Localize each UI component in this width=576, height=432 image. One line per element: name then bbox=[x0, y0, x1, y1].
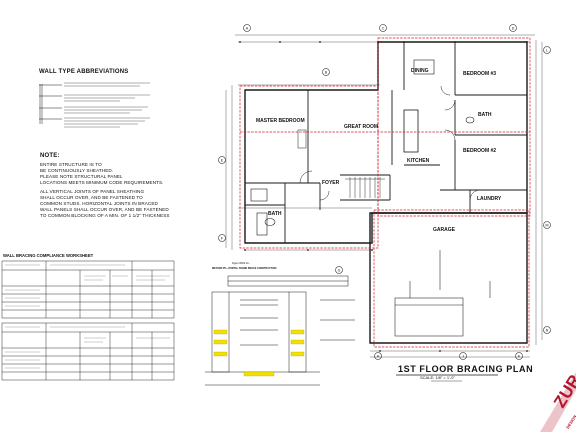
note-1-line-1: ENTIRE STRUCTURE IS TO bbox=[40, 162, 102, 167]
plan-scale: SCALE: 1/8" = 1'-0" bbox=[420, 375, 455, 380]
dining-table bbox=[413, 59, 435, 75]
grid-marker-label: H bbox=[377, 354, 380, 358]
note-1-line-4: LOCATIONS MEETS MINIMUM CODE REQUIREMENT… bbox=[40, 180, 164, 185]
logo-mark bbox=[540, 372, 576, 432]
garage-features bbox=[394, 250, 491, 337]
room-foyer: FOYER bbox=[322, 180, 340, 186]
room-master-bedroom: MASTER BEDROOM bbox=[256, 118, 305, 124]
bracing-lines bbox=[239, 37, 531, 348]
note-2-line-5: TO COMMON BLOCKING OF A MIN. OF 1 1/2" T… bbox=[40, 213, 170, 218]
grid-marker-label: B bbox=[325, 70, 328, 74]
door-swings bbox=[299, 85, 481, 201]
worksheet-text-lines bbox=[5, 264, 170, 369]
stairs bbox=[345, 177, 385, 198]
note-2-line-2: SHALL OCCUR OVER, AND BE FASTENED TO bbox=[40, 195, 143, 200]
note-1-line-2: BE CONTINUOUSLY SHEATHED. bbox=[40, 168, 114, 173]
kitchen-island bbox=[403, 109, 419, 153]
dimension-lines bbox=[225, 34, 543, 358]
note-2-line-3: COMMON STUDS. HORIZONTAL JOINTS IN BRACE… bbox=[40, 201, 158, 206]
grid-marker-label: C bbox=[382, 26, 385, 30]
worksheet-title: WALL BRACING COMPLIANCE WORKSHEET bbox=[3, 253, 94, 258]
grid-marker-label: A bbox=[246, 26, 249, 30]
room-dining: DINING bbox=[411, 68, 429, 74]
house-walls bbox=[244, 41, 528, 344]
room-great-room: GREAT ROOM bbox=[344, 124, 379, 130]
notes-title: NOTE: bbox=[40, 153, 60, 159]
shower bbox=[250, 188, 268, 202]
grid-marker-label: N bbox=[546, 328, 549, 332]
grid-labels: A B C D E F G H J K L M N bbox=[221, 26, 549, 358]
grid-marker-bubbles bbox=[218, 24, 551, 360]
room-kitchen: KITCHEN bbox=[407, 158, 430, 164]
compliance-worksheet bbox=[1, 260, 175, 381]
room-bath-upper: BATH bbox=[478, 112, 492, 118]
grid-marker-label: E bbox=[221, 158, 224, 162]
grid-marker-label: J bbox=[462, 354, 464, 358]
wall-types-title: WALL TYPE ABBREVIATIONS bbox=[39, 69, 129, 75]
fireplace bbox=[297, 129, 307, 149]
tub bbox=[264, 218, 276, 226]
room-garage: GARAGE bbox=[433, 227, 455, 233]
room-bedroom-3: BEDROOM #3 bbox=[463, 71, 497, 77]
figure-subtitle: METHOD PF—PORTAL FRAME BRACE CONSTRUCTIO… bbox=[212, 267, 277, 270]
upper-bath-sink bbox=[465, 116, 475, 124]
figure-title: Figure R602.10... bbox=[232, 262, 251, 265]
title-block-lines bbox=[396, 374, 498, 382]
dimension-ticks bbox=[239, 41, 528, 352]
room-laundry: LAUNDRY bbox=[477, 196, 502, 202]
room-bath-master: BATH bbox=[268, 211, 282, 217]
grid-marker-label: D bbox=[512, 26, 515, 30]
portal-frame-figure bbox=[205, 275, 355, 386]
room-bedroom-2: BEDROOM #2 bbox=[463, 148, 497, 154]
note-1-line-3: PLEASE NOTE STRUCTURAL PANEL bbox=[40, 174, 123, 179]
vanity bbox=[256, 212, 268, 236]
note-2-line-1: ALL VERTICAL JOINTS OF PANEL SHEATHING bbox=[40, 189, 145, 194]
grid-marker-label: M bbox=[546, 223, 549, 227]
note-2-line-4: WALL PANELS SHALL OCCUR OVER, AND BE FAS… bbox=[40, 207, 169, 212]
grid-marker-label: K bbox=[518, 354, 521, 358]
wall-type-legend bbox=[39, 82, 150, 128]
grid-marker-label: F bbox=[221, 236, 224, 240]
plan-title: 1ST FLOOR BRACING PLAN bbox=[398, 364, 534, 374]
grid-marker-label: L bbox=[546, 48, 548, 52]
grid-marker-label: G bbox=[338, 268, 341, 272]
interior-walls bbox=[245, 42, 527, 243]
